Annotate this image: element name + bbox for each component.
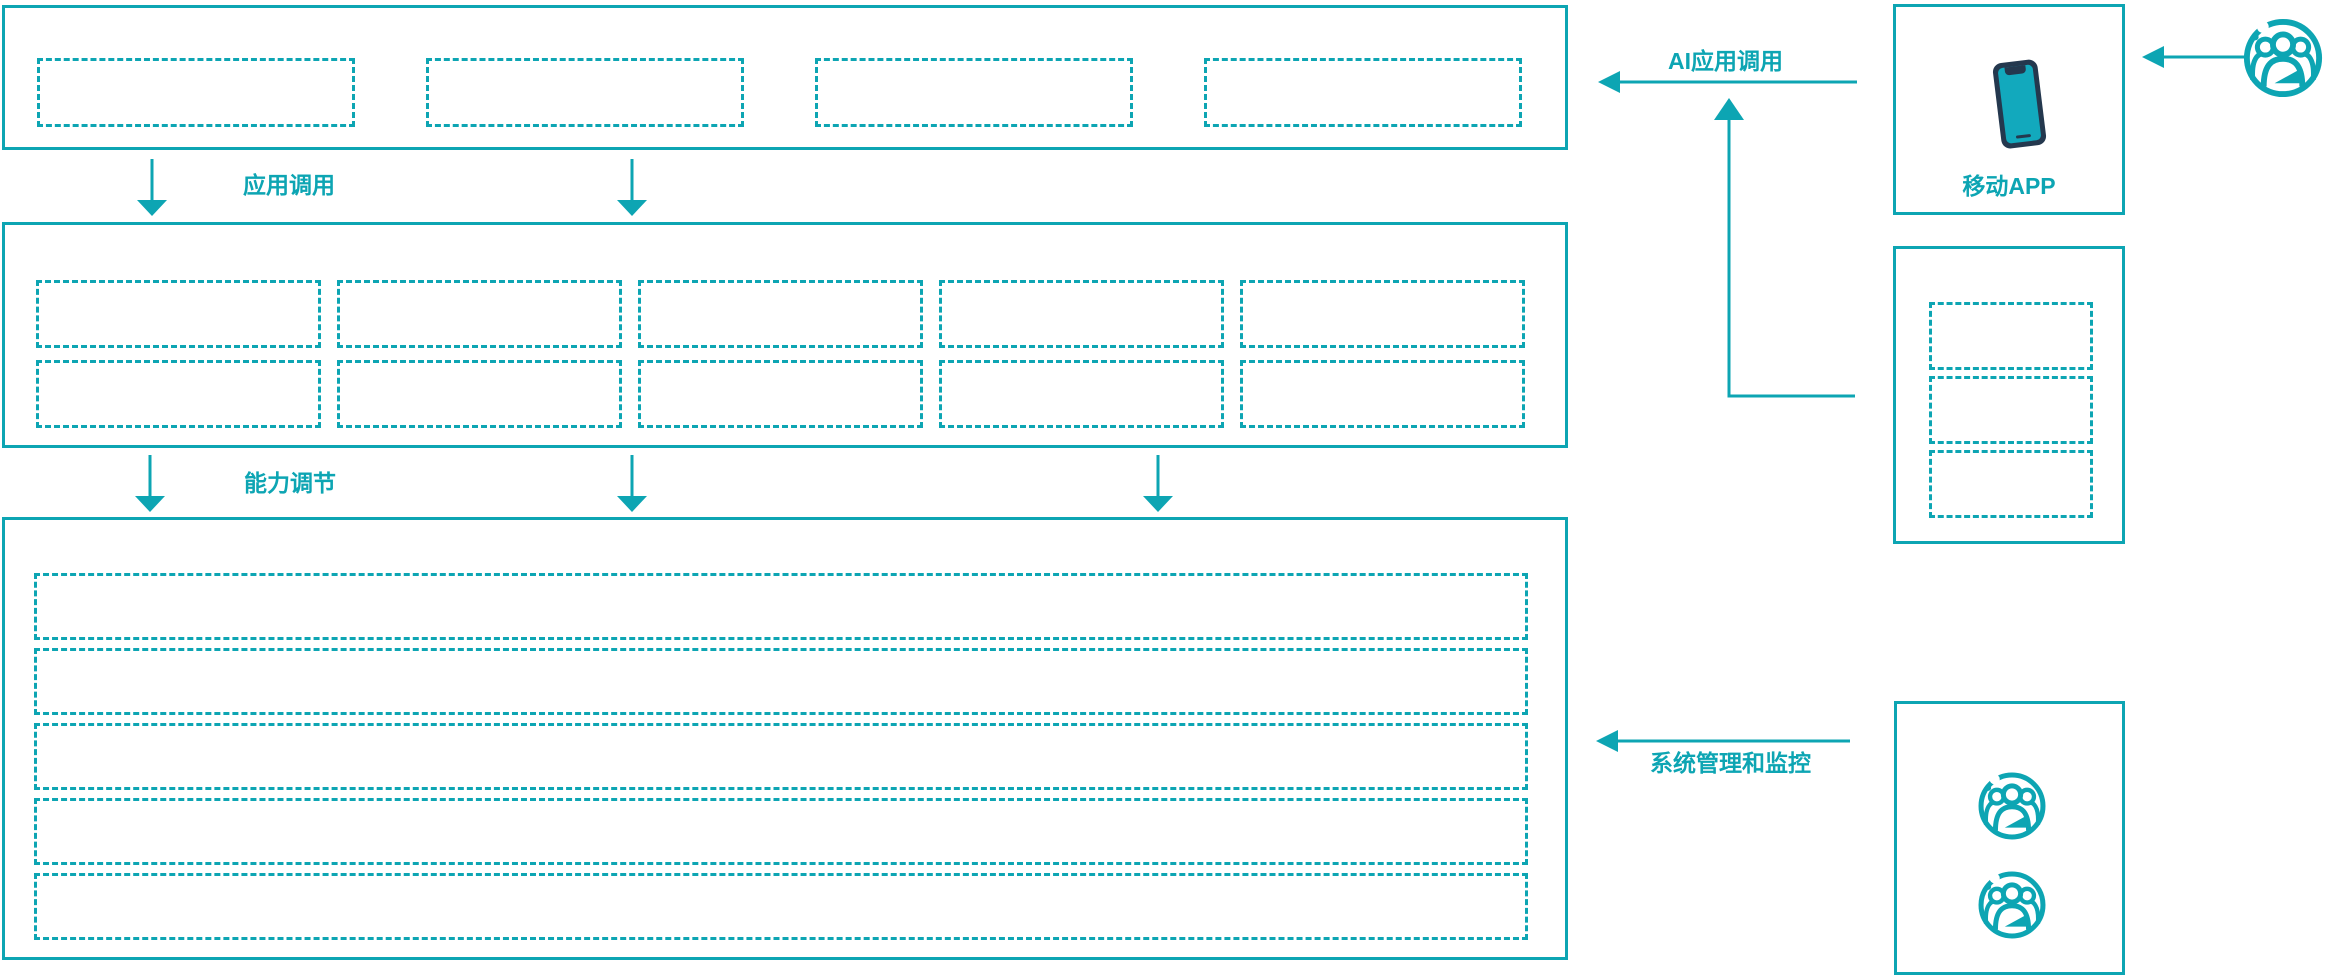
left-arrow-monitor <box>1596 730 1850 752</box>
app-call-label: 应用调用 <box>243 172 335 198</box>
placeholder-box <box>1929 302 2093 370</box>
placeholder-box <box>1240 280 1525 348</box>
left-arrow-ai-call <box>1598 71 1857 93</box>
down-arrow <box>617 455 647 512</box>
middle-layer-panel <box>2 222 1568 448</box>
top-layer-panel <box>2 5 1568 150</box>
user-group-icon <box>2247 21 2319 94</box>
placeholder-box <box>1204 58 1522 127</box>
ai-app-call-label: AI应用调用 <box>1668 48 1783 74</box>
down-arrow <box>137 159 167 216</box>
placeholder-box <box>939 280 1224 348</box>
placeholder-box <box>815 58 1133 127</box>
capability-tuning-label: 能力调节 <box>244 470 336 496</box>
placeholder-box <box>36 360 321 428</box>
placeholder-row <box>34 723 1528 790</box>
placeholder-box <box>939 360 1224 428</box>
placeholder-box <box>1929 450 2093 518</box>
service-panel <box>1893 246 2125 544</box>
system-monitor-label: 系统管理和监控 <box>1650 750 1811 776</box>
placeholder-box <box>1240 360 1525 428</box>
placeholder-row <box>34 648 1528 715</box>
middle-layer-row <box>36 360 1565 428</box>
placeholder-box <box>426 58 744 127</box>
placeholder-box <box>36 280 321 348</box>
left-arrow-user <box>2142 46 2248 68</box>
placeholder-box <box>337 280 622 348</box>
middle-layer-row <box>36 280 1565 348</box>
placeholder-box <box>638 360 923 428</box>
bottom-layer-panel <box>2 517 1568 960</box>
up-arrow-service <box>1714 98 1855 398</box>
placeholder-row <box>34 573 1528 640</box>
placeholder-box <box>37 58 355 127</box>
down-arrow <box>1143 455 1173 512</box>
down-arrow <box>135 455 165 512</box>
mobile-app-panel: 移动APP <box>1893 4 2125 215</box>
placeholder-row <box>34 798 1528 865</box>
placeholder-box <box>638 280 923 348</box>
placeholder-row <box>34 873 1528 940</box>
ops-panel <box>1894 701 2125 975</box>
mobile-app-label: 移动APP <box>1962 173 2056 199</box>
down-arrow <box>617 159 647 216</box>
placeholder-box <box>337 360 622 428</box>
placeholder-box <box>1929 376 2093 444</box>
